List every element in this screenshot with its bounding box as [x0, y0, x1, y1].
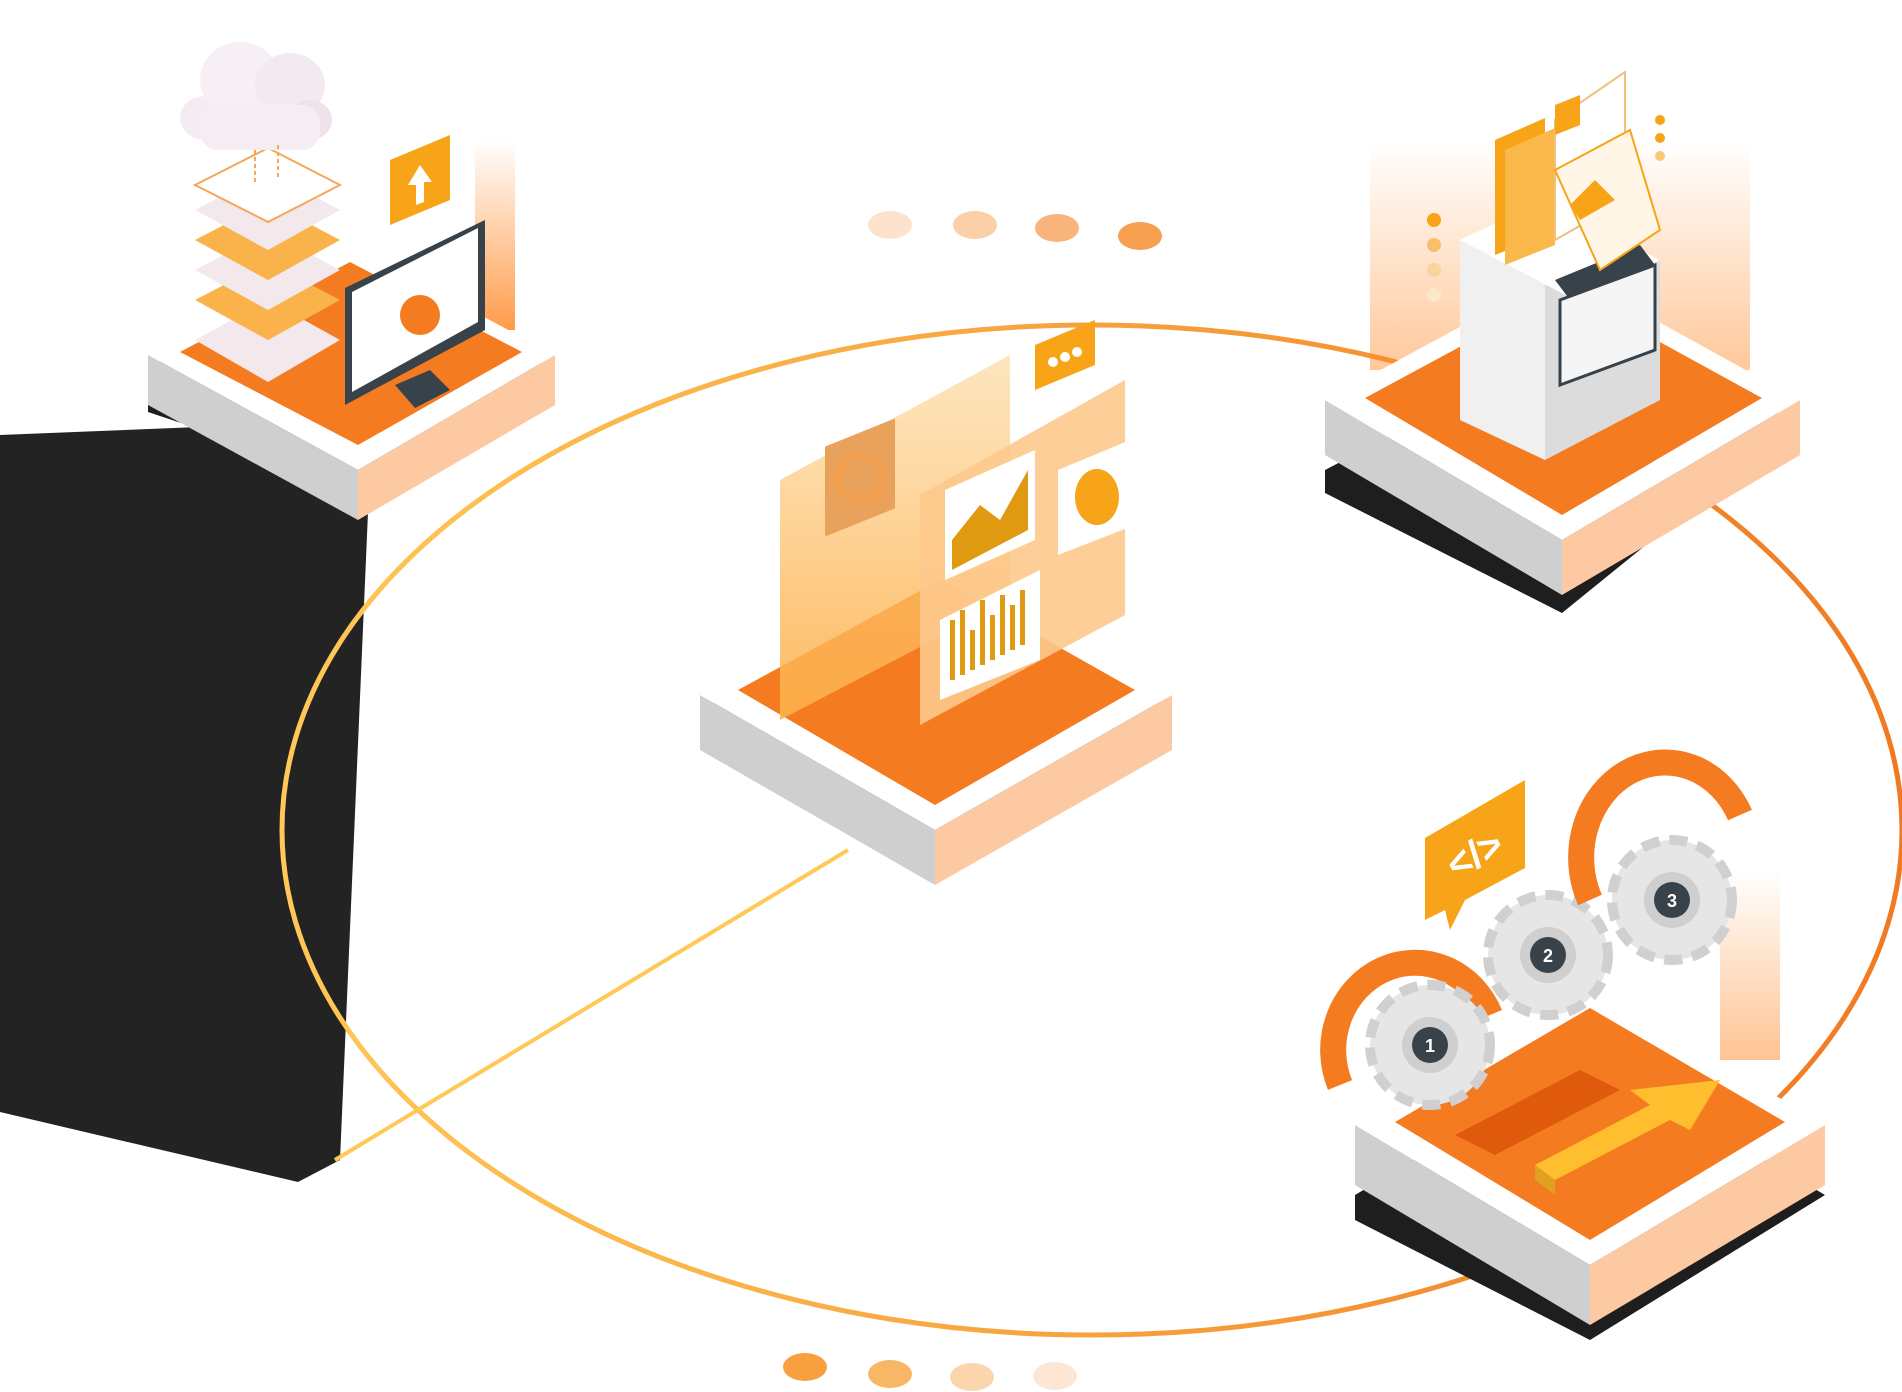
- monitor-icon: [345, 220, 485, 408]
- folder-icon: [1495, 118, 1555, 265]
- server-stack-icon: [192, 146, 343, 382]
- dark-slab: [0, 420, 372, 1182]
- node-workflow-gears: 1 2 3 </>: [1320, 749, 1825, 1340]
- filing-cabinet-icon: [1460, 200, 1660, 460]
- gear-label-1: 1: [1425, 1036, 1435, 1056]
- dots-bottom: [783, 1353, 1077, 1391]
- gear-icon-3: 3: [1568, 749, 1752, 965]
- upload-icon: [390, 135, 450, 225]
- node-file-archive: [1325, 70, 1800, 613]
- gear-label-3: 3: [1667, 891, 1677, 911]
- gear-icon-2: 2: [1483, 890, 1613, 1020]
- code-icon: </>: [1425, 780, 1525, 930]
- gear-icon-1: 1: [1320, 949, 1503, 1110]
- dots-vertical-right: [1655, 115, 1665, 161]
- node-cloud-server: [148, 42, 555, 520]
- document-icon: [1553, 70, 1662, 272]
- platform-side-right: [358, 355, 555, 520]
- node-dashboard: [700, 320, 1172, 885]
- connector-line: [333, 848, 850, 1162]
- pie-chart-icon: [1058, 438, 1135, 555]
- dots-top: [868, 211, 1162, 250]
- dots-vertical-left: [1427, 213, 1441, 302]
- arrow-icon: [1535, 1080, 1720, 1195]
- cloud-icon: [180, 42, 332, 150]
- platform-side-left: [148, 355, 358, 520]
- gear-label-2: 2: [1543, 946, 1553, 966]
- chat-bubble-icon: [1035, 320, 1095, 390]
